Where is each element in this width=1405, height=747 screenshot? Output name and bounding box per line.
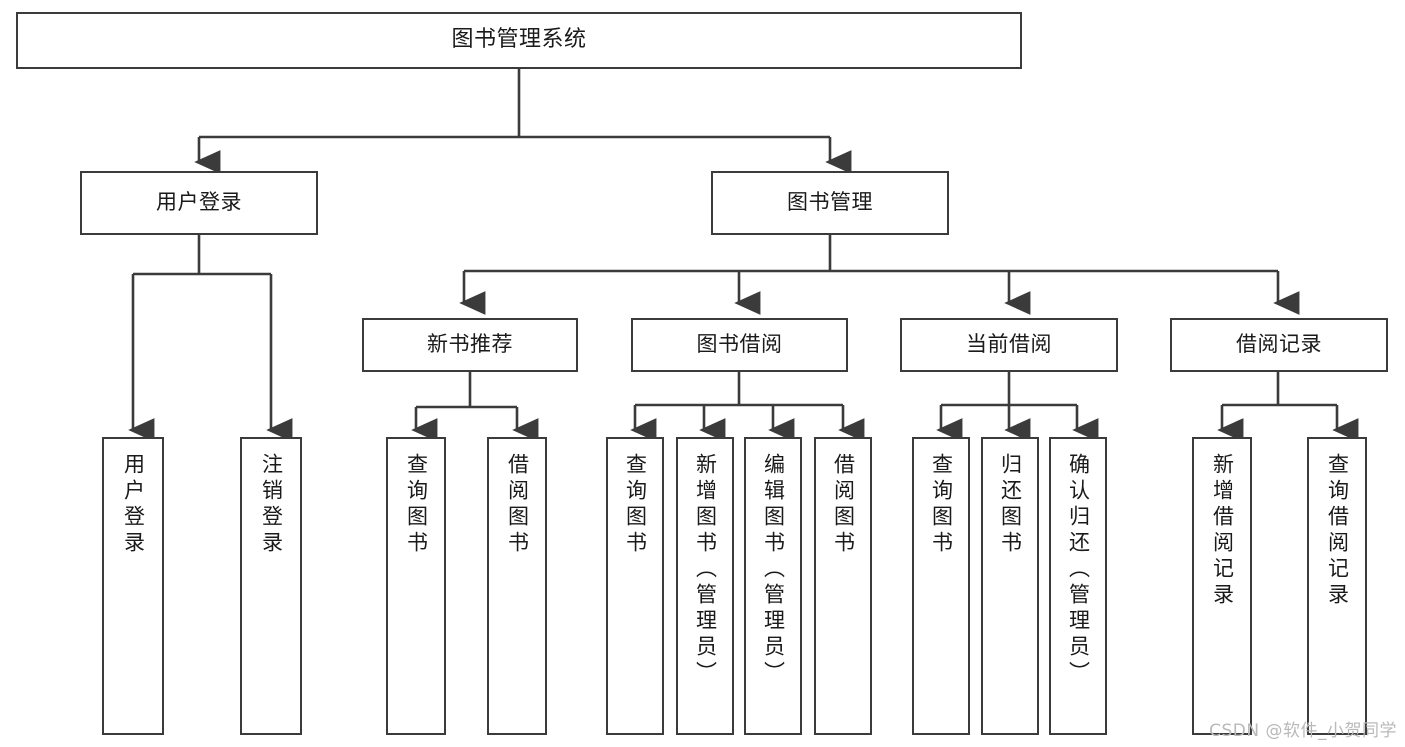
leaf-borrow-book-recommend[interactable]: 借阅图书 [487, 437, 547, 735]
node-label: 编辑图书（管理员） [761, 453, 786, 687]
leaf-confirm-return-admin[interactable]: 确认归还（管理员） [1049, 437, 1107, 735]
node-new-book-recommend[interactable]: 新书推荐 [362, 318, 578, 372]
leaf-user-login[interactable]: 用户登录 [102, 437, 164, 735]
node-label: 借阅图书 [505, 453, 530, 557]
node-label: 归还图书 [998, 453, 1023, 557]
leaf-query-book-borrow[interactable]: 查询图书 [606, 437, 664, 735]
node-borrow-record[interactable]: 借阅记录 [1170, 318, 1388, 372]
node-label: 查询图书 [623, 453, 648, 557]
leaf-edit-book-admin[interactable]: 编辑图书（管理员） [744, 437, 802, 735]
leaf-return-book[interactable]: 归还图书 [981, 437, 1039, 735]
node-user-login[interactable]: 用户登录 [80, 171, 318, 235]
node-label: 用户登录 [156, 190, 242, 215]
node-label: 图书管理 [787, 190, 873, 215]
node-label: 当前借阅 [966, 332, 1052, 357]
node-root-system[interactable]: 图书管理系统 [16, 12, 1022, 69]
node-label: 借阅图书 [831, 453, 856, 557]
node-book-borrow[interactable]: 图书借阅 [631, 318, 848, 372]
node-label: 注销登录 [259, 453, 284, 557]
node-label: 查询图书 [404, 453, 429, 557]
leaf-add-book-admin[interactable]: 新增图书（管理员） [676, 437, 734, 735]
node-label: 查询借阅记录 [1325, 453, 1350, 609]
leaf-user-logout[interactable]: 注销登录 [240, 437, 302, 735]
node-label: 新增借阅记录 [1210, 453, 1235, 609]
node-label: 图书借阅 [696, 332, 783, 357]
node-label: 图书管理系统 [451, 27, 587, 53]
node-label: 借阅记录 [1236, 332, 1322, 357]
leaf-query-book-current[interactable]: 查询图书 [912, 437, 970, 735]
node-book-management[interactable]: 图书管理 [711, 171, 949, 235]
node-label: 新书推荐 [427, 332, 513, 357]
node-label: 查询图书 [929, 453, 954, 557]
leaf-borrow-book[interactable]: 借阅图书 [814, 437, 872, 735]
leaf-query-borrow-record[interactable]: 查询借阅记录 [1307, 437, 1367, 735]
node-label: 确认归还（管理员） [1066, 453, 1091, 687]
node-label: 新增图书（管理员） [693, 453, 718, 687]
leaf-query-book-recommend[interactable]: 查询图书 [386, 437, 446, 735]
leaf-add-borrow-record[interactable]: 新增借阅记录 [1192, 437, 1252, 735]
watermark-text: CSDN @软件_小贺同学 [1209, 721, 1397, 741]
node-label: 用户登录 [121, 453, 146, 557]
node-current-borrow[interactable]: 当前借阅 [900, 318, 1118, 372]
